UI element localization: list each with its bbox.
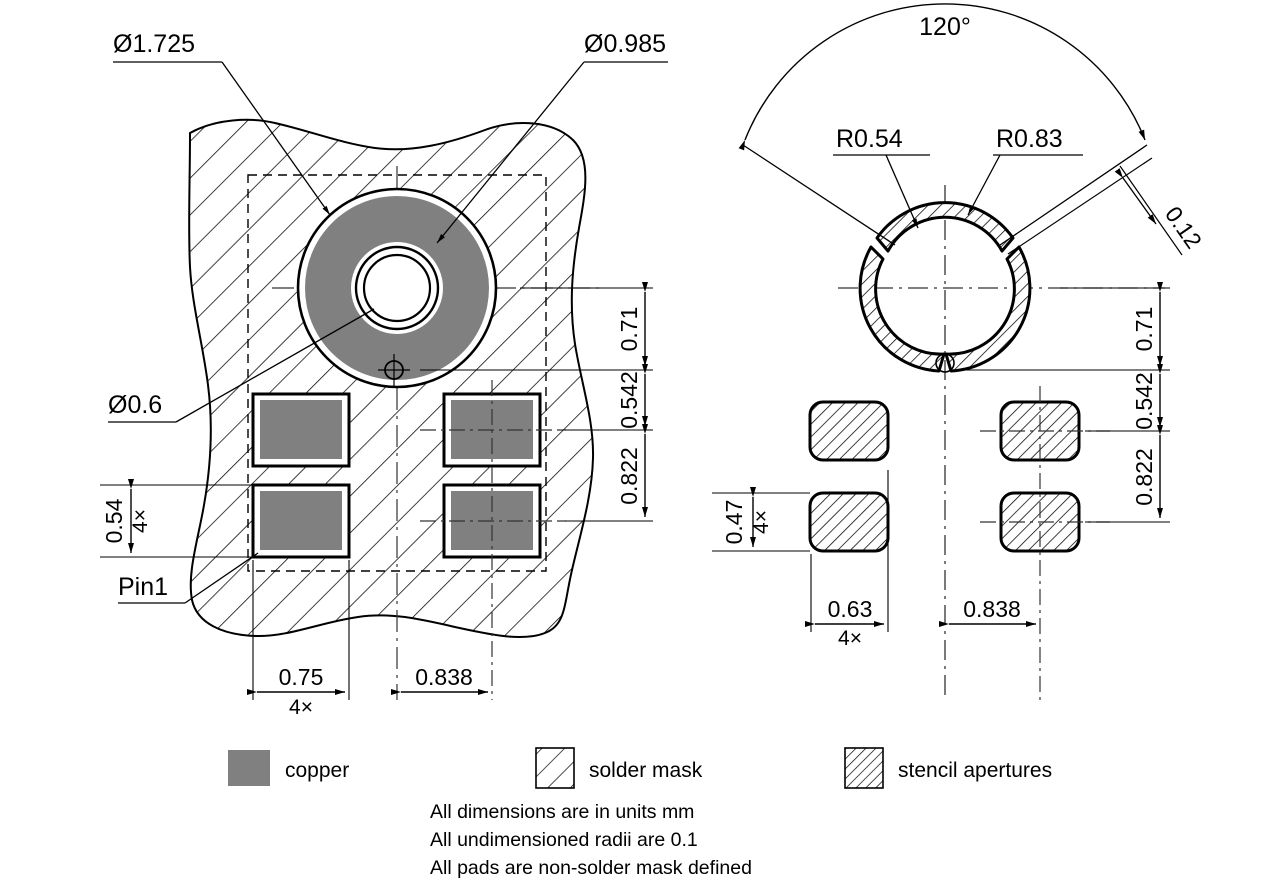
callout-outer-pad-dia-label: Ø1.725 <box>113 30 195 58</box>
legend-label-copper: copper <box>285 759 349 782</box>
left-dim-075: 0.75 4× <box>247 664 345 719</box>
left-dim-0822: 0.822 <box>616 424 648 517</box>
right-view-group: 120° 0.12 R0.54 R0.83 <box>712 3 1207 700</box>
legend-swatch-solder-mask <box>535 747 575 789</box>
stencil-gap-circle <box>935 353 955 373</box>
solder-mask-outline <box>188 118 595 638</box>
callout-inner-pad-dia: Ø0.985 <box>436 30 668 244</box>
right-dim-063: 0.63 4× <box>805 596 884 650</box>
stencil-segment-right <box>944 245 1032 373</box>
angle-dimension-120: 120° <box>738 3 1148 246</box>
callout-r083-label: R0.83 <box>996 125 1063 153</box>
legend-swatch-copper <box>228 750 270 786</box>
notes-block: All dimensions are in units mm All undim… <box>430 801 752 879</box>
note-line-3: All pads are non-solder mask defined <box>430 857 752 879</box>
right-dim-071-label: 0.71 <box>1131 307 1157 352</box>
callout-pin1: Pin1 <box>118 552 259 604</box>
right-dim-063-label: 0.63 <box>828 596 873 622</box>
left-dim-054-label: 0.54 <box>101 498 127 543</box>
legend: copper solder mask stencil apertures <box>228 747 1052 789</box>
callout-outer-pad-dia: Ø1.725 <box>113 30 331 216</box>
right-dim-0838: 0.838 <box>939 596 1036 627</box>
stencil-aperture-top-left <box>808 400 890 462</box>
left-dim-0838: 0.838 <box>391 664 488 695</box>
left-dim-075-qty: 4× <box>289 696 313 719</box>
callout-r054-label: R0.54 <box>836 125 903 153</box>
callout-r054: R0.54 <box>833 125 930 229</box>
legend-item-solder-mask: solder mask <box>535 747 703 789</box>
stencil-annular-segments <box>858 201 1032 373</box>
left-dim-071: 0.71 <box>616 282 648 366</box>
angle-dimension-120-label: 120° <box>919 13 971 41</box>
right-dim-063-qty: 4× <box>838 627 862 650</box>
callout-via-dia-label: Ø0.6 <box>108 391 162 419</box>
copper-pad-bottom-left <box>251 483 351 559</box>
left-dim-0838-label: 0.838 <box>415 664 473 690</box>
right-dim-aperture-height: 0.47 4× <box>712 487 810 552</box>
right-dim-0838-label: 0.838 <box>963 596 1021 622</box>
left-dim-075-label: 0.75 <box>279 664 324 690</box>
stencil-segment-left <box>858 245 946 373</box>
left-dim-0542-label: 0.542 <box>616 371 642 429</box>
callout-pin1-label: Pin1 <box>118 573 168 601</box>
stencil-aperture-bottom-left <box>808 491 890 553</box>
left-dim-071-label: 0.71 <box>616 307 642 352</box>
left-dim-054-qty: 4× <box>129 509 152 533</box>
right-dim-0822: 0.822 <box>1131 425 1163 518</box>
right-dim-071: 0.71 <box>1131 282 1163 366</box>
left-view-group: 0.71 0.542 0.822 0.54 4× 0.75 4× 0.83 <box>100 30 668 719</box>
right-dim-047-label: 0.47 <box>721 500 747 545</box>
left-dim-pad-height: 0.54 4× <box>100 479 253 558</box>
legend-item-stencil-apertures: stencil apertures <box>844 747 1052 789</box>
left-dim-0542: 0.542 <box>616 364 648 429</box>
drill-hole-circle <box>362 253 432 323</box>
note-line-2: All undimensioned radii are 0.1 <box>430 829 698 851</box>
callout-inner-pad-dia-label: Ø0.985 <box>584 30 666 58</box>
note-line-1: All dimensions are in units mm <box>430 801 694 823</box>
callout-r083: R0.83 <box>967 125 1083 216</box>
legend-item-copper: copper <box>228 750 349 786</box>
left-dim-0822-label: 0.822 <box>616 447 642 505</box>
legend-swatch-stencil-apertures <box>844 747 884 789</box>
right-dim-047-qty: 4× <box>750 510 773 534</box>
right-dim-0542: 0.542 <box>1131 364 1163 430</box>
copper-pad-top-left <box>251 392 351 468</box>
right-dim-0542-label: 0.542 <box>1131 372 1157 430</box>
legend-label-solder-mask: solder mask <box>589 759 703 782</box>
callout-via-dia: Ø0.6 <box>108 308 375 423</box>
legend-label-stencil-apertures: stencil apertures <box>898 759 1052 782</box>
right-dim-0822-label: 0.822 <box>1131 448 1157 506</box>
package-body-outline <box>247 174 547 572</box>
